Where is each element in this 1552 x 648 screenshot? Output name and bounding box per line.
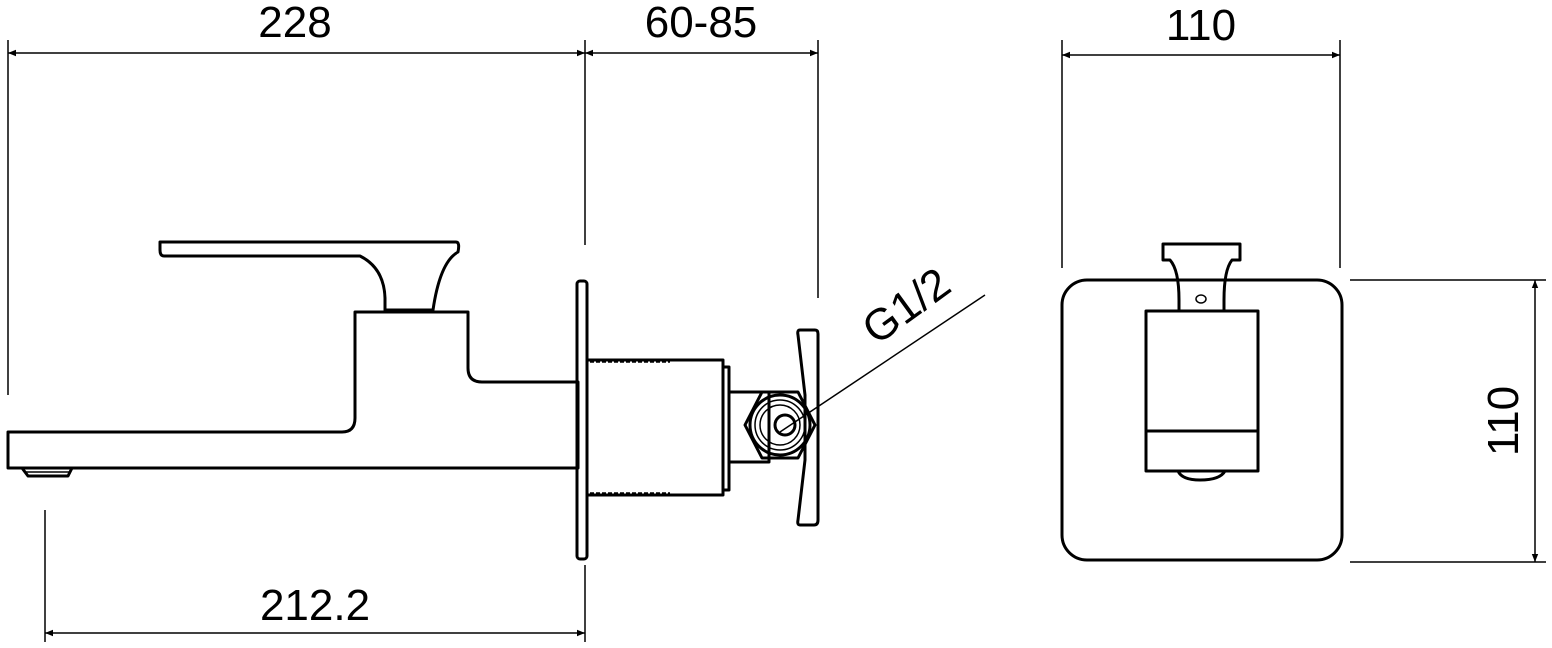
mixer-front-view — [1060, 242, 1344, 562]
dimension-label: 110 — [1166, 1, 1236, 50]
connection-callout: G1/2 — [779, 258, 986, 433]
dimension-plate-width: 110 — [1061, 1, 1341, 268]
dimension-label: 110 — [1479, 386, 1528, 456]
dimension-plate-height: 110 — [1350, 279, 1546, 563]
mixer-side-view — [6, 240, 820, 561]
dimension-spout-reach: 212.2 — [44, 510, 586, 642]
dimension-label: 60-85 — [645, 0, 758, 47]
dimension-label: 212.2 — [260, 581, 370, 630]
connection-label: G1/2 — [853, 258, 959, 354]
dimension-overall-length: 228 — [7, 0, 586, 395]
dimension-label: 228 — [258, 0, 331, 47]
dimension-wall-depth: 60-85 — [585, 0, 819, 298]
